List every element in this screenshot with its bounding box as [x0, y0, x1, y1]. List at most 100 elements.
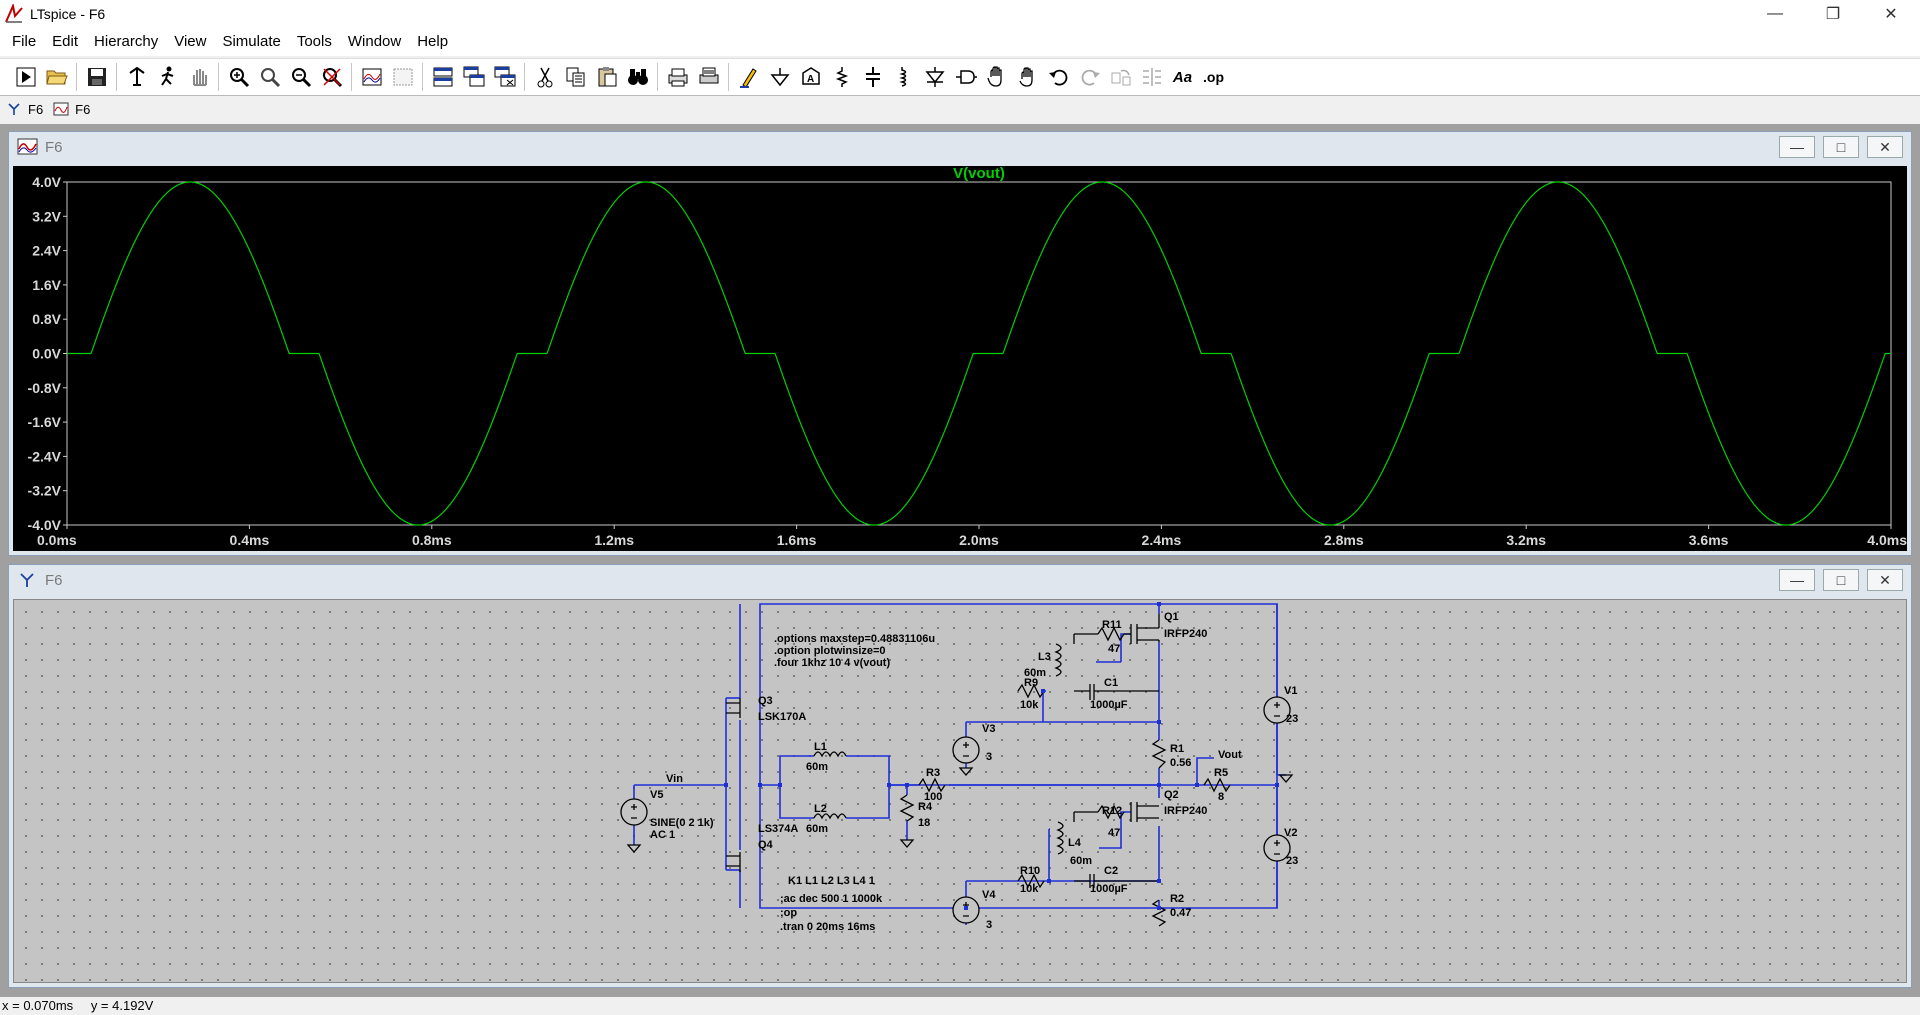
- minimize-button[interactable]: —: [1779, 136, 1815, 158]
- menu-hierarchy[interactable]: Hierarchy: [94, 33, 159, 50]
- net-label-vout[interactable]: Vout: [1218, 749, 1242, 761]
- print-icon[interactable]: [693, 62, 724, 92]
- jfet-q3[interactable]: [726, 698, 741, 718]
- resistor-icon[interactable]: [826, 62, 857, 92]
- cut-icon[interactable]: [529, 62, 560, 92]
- resistor-r4[interactable]: [899, 794, 915, 822]
- voltage-source-v1[interactable]: [1263, 696, 1291, 724]
- schematic-window-titlebar[interactable]: F6: [9, 565, 1911, 595]
- resistor-r3[interactable]: [918, 777, 946, 793]
- net-label-vin[interactable]: Vin: [666, 773, 683, 785]
- voltage-source-v5[interactable]: [620, 798, 648, 826]
- zoom-area-icon[interactable]: [254, 62, 285, 92]
- halt-icon[interactable]: [152, 62, 183, 92]
- component-name: Q3: [758, 695, 773, 707]
- maximize-button[interactable]: □: [1823, 569, 1859, 591]
- print-setup-icon[interactable]: [662, 62, 693, 92]
- directive-line[interactable]: ;ac dec 500 1 1000k: [780, 893, 883, 905]
- resistor-r12[interactable]: [1097, 804, 1125, 820]
- zoom-in-icon[interactable]: [223, 62, 254, 92]
- resistor-r5[interactable]: [1203, 777, 1231, 793]
- inductor-l2[interactable]: [813, 813, 847, 820]
- zoom-out-icon[interactable]: [285, 62, 316, 92]
- menu-file[interactable]: File: [12, 33, 37, 50]
- close-button[interactable]: ✕: [1867, 136, 1903, 158]
- inductor-l3[interactable]: [1054, 643, 1062, 677]
- diode-icon[interactable]: [919, 62, 950, 92]
- ltspice-logo-icon: [5, 4, 23, 23]
- rotate-icon[interactable]: [1105, 62, 1136, 92]
- resistor-r9[interactable]: [1017, 683, 1045, 699]
- waveform-window-titlebar[interactable]: F6: [9, 132, 1911, 162]
- menu-edit[interactable]: Edit: [52, 33, 79, 50]
- paste-icon[interactable]: [591, 62, 622, 92]
- capacitor-c1[interactable]: [1089, 684, 1095, 700]
- resistor-r1[interactable]: [1151, 739, 1167, 769]
- tab-waveform[interactable]: F6: [53, 101, 90, 117]
- voltage-source-v3[interactable]: [952, 736, 980, 764]
- close-window-icon[interactable]: [489, 62, 520, 92]
- menu-window[interactable]: Window: [347, 33, 402, 50]
- inductor-icon[interactable]: [888, 62, 919, 92]
- component-name: C2: [1104, 865, 1118, 877]
- schematic-canvas[interactable]: .options maxstep=0.48831106u .option plo…: [13, 599, 1907, 983]
- directive-line[interactable]: .four 1khz 10 4 v(vout): [774, 657, 890, 669]
- maximize-button[interactable]: □: [1823, 136, 1859, 158]
- component-name: R2: [1170, 893, 1184, 905]
- draw-wire-icon[interactable]: [733, 62, 764, 92]
- toolbar: A Aa .op: [0, 58, 1920, 96]
- resistor-r11[interactable]: [1097, 626, 1125, 642]
- menu-view[interactable]: View: [174, 33, 207, 50]
- inductor-l1[interactable]: [813, 751, 847, 758]
- copy-icon[interactable]: [560, 62, 591, 92]
- minimize-button[interactable]: —: [1779, 569, 1815, 591]
- mosfet-q1[interactable]: [1130, 614, 1160, 644]
- resistor-r10[interactable]: [1017, 873, 1045, 889]
- directive-line[interactable]: .options maxstep=0.48831106u: [774, 633, 935, 645]
- open-icon[interactable]: [41, 62, 72, 92]
- text-icon[interactable]: Aa: [1172, 68, 1193, 86]
- y-tick-label: 3.2V: [32, 208, 61, 224]
- pan-icon[interactable]: [183, 62, 214, 92]
- close-button[interactable]: ✕: [1884, 6, 1898, 23]
- directive-line[interactable]: K1 L1 L2 L3 L4 1: [788, 875, 875, 887]
- inductor-l4[interactable]: [1056, 821, 1064, 855]
- resistor-r2[interactable]: [1151, 899, 1167, 927]
- drag-icon[interactable]: [1012, 62, 1043, 92]
- y-tick-label: 4.0V: [32, 174, 61, 190]
- close-button[interactable]: ✕: [1867, 569, 1903, 591]
- mirror-icon[interactable]: [1136, 62, 1167, 92]
- zoom-fit-icon[interactable]: [316, 62, 347, 92]
- menu-tools[interactable]: Tools: [296, 33, 332, 50]
- tile-icon[interactable]: [387, 62, 418, 92]
- capacitor-icon[interactable]: [857, 62, 888, 92]
- directive-line[interactable]: .tran 0 20ms 16ms: [780, 921, 875, 933]
- tab-schematic[interactable]: F6: [6, 101, 43, 117]
- directive-line[interactable]: ;op: [780, 907, 797, 919]
- redo-icon[interactable]: [1074, 62, 1105, 92]
- component-icon[interactable]: [950, 62, 981, 92]
- menu-help[interactable]: Help: [417, 33, 449, 50]
- control-panel-icon[interactable]: [121, 62, 152, 92]
- jfet-q4[interactable]: [726, 852, 741, 872]
- autorange-icon[interactable]: [356, 62, 387, 92]
- ground-icon[interactable]: [764, 62, 795, 92]
- menu-simulate[interactable]: Simulate: [222, 33, 281, 50]
- save-icon[interactable]: [81, 62, 112, 92]
- tile-horizontal-icon[interactable]: [427, 62, 458, 92]
- minimize-button[interactable]: —: [1767, 5, 1783, 22]
- voltage-source-v2[interactable]: [1263, 834, 1291, 862]
- spice-directive-icon[interactable]: .op: [1203, 69, 1224, 85]
- directive-line[interactable]: .option plotwinsize=0: [774, 645, 886, 657]
- find-icon[interactable]: [622, 62, 653, 92]
- waveform-icon: [53, 102, 69, 116]
- run-icon[interactable]: [10, 62, 41, 92]
- cascade-icon[interactable]: [458, 62, 489, 92]
- mosfet-q2[interactable]: [1130, 802, 1159, 822]
- move-icon[interactable]: [981, 62, 1012, 92]
- undo-icon[interactable]: [1043, 62, 1074, 92]
- label-icon[interactable]: A: [795, 62, 826, 92]
- restore-button[interactable]: ❐: [1825, 6, 1841, 23]
